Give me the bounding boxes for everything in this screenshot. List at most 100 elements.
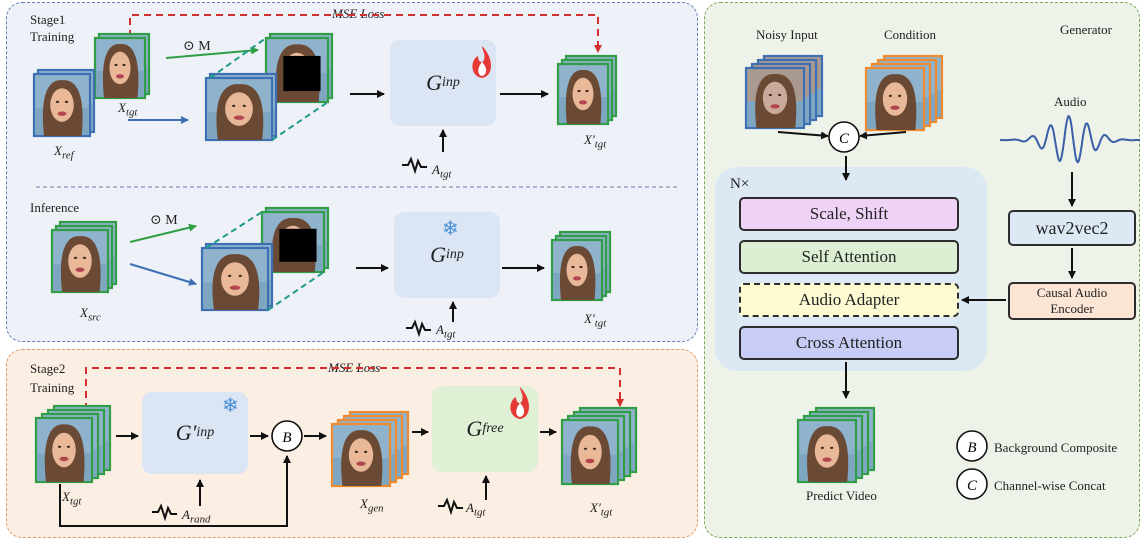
- face-eye: [585, 89, 589, 93]
- face-eye: [571, 265, 575, 269]
- flame-icon: [472, 46, 491, 78]
- stage1-mask-op: ⊙ M: [183, 39, 211, 54]
- inference-mask-op: ⊙ M: [150, 213, 178, 228]
- face-eye: [778, 93, 782, 97]
- self-attention-block: Self Attention: [739, 240, 959, 274]
- face-mouth: [770, 104, 780, 109]
- face-skin: [566, 253, 588, 287]
- face-eye: [830, 446, 834, 449]
- audio-signal-icon: [402, 156, 427, 175]
- wav2vec2-block: wav2vec2: [1008, 210, 1136, 246]
- face-mouth: [585, 458, 595, 464]
- cube-edge: [205, 211, 263, 249]
- x-tgt-label: Xtgt: [118, 100, 138, 119]
- face-skin: [814, 434, 840, 468]
- face-eye: [579, 265, 583, 269]
- x-prime-tgt-label: X′tgt: [590, 500, 613, 519]
- face-eye: [820, 446, 824, 449]
- x-ref-label: Xref: [54, 143, 74, 162]
- x-prime-tgt-label: X′tgt: [584, 311, 607, 330]
- flame-icon: [516, 403, 525, 417]
- face-mouth: [579, 100, 587, 105]
- face-skin: [221, 262, 249, 296]
- face-mouth: [116, 74, 124, 79]
- face-eye: [64, 100, 69, 103]
- flow-arrow: [859, 131, 907, 140]
- flow-arrow: [777, 131, 829, 140]
- mask-arrow: [129, 223, 197, 243]
- cube-edge: [267, 271, 325, 311]
- face-eye: [73, 256, 78, 259]
- mse-loss-arrow: [85, 367, 624, 410]
- a-tgt-label: Atgt: [466, 500, 486, 519]
- face-eye: [577, 89, 581, 93]
- c-node-label: C: [839, 131, 850, 147]
- stage2-subtitle: Training: [30, 380, 75, 395]
- condition-label: Condition: [884, 27, 937, 42]
- stage2-title: Stage2: [30, 361, 66, 376]
- face-mouth: [57, 111, 67, 116]
- audio-waveform-icon: [1000, 115, 1140, 164]
- legend-background-composite: Background Composite: [994, 440, 1118, 455]
- generator-title: Generator: [1060, 22, 1112, 37]
- legend-c-node: [956, 468, 988, 500]
- x-prime-tgt-label: X′tgt: [584, 132, 607, 151]
- face-eye: [114, 63, 118, 67]
- snowflake-icon: ❄: [222, 395, 239, 417]
- face-eye: [82, 256, 87, 259]
- face-eye: [364, 450, 368, 453]
- face-skin: [882, 82, 908, 116]
- face-mouth: [573, 276, 581, 281]
- flame-icon: [478, 62, 487, 76]
- legend-c-symbol: C: [967, 478, 978, 494]
- face-eye: [238, 274, 242, 277]
- c-node: [828, 121, 860, 153]
- face-skin: [68, 244, 92, 278]
- a-rand-label: Arand: [182, 507, 211, 526]
- b-node-label: B: [282, 430, 291, 446]
- cross-attention-block: Cross Attention: [739, 326, 959, 360]
- face-mouth: [75, 267, 85, 272]
- face-mask: [279, 228, 317, 262]
- stage1-title: Stage1: [30, 12, 66, 27]
- audio-signal-icon: [438, 497, 463, 516]
- face-skin: [578, 434, 602, 470]
- scale-shift-block: Scale, Shift: [739, 197, 959, 231]
- x-gen-label: Xgen: [360, 496, 384, 515]
- stage1-loss-label: MSE Loss: [332, 6, 385, 21]
- flame-icon: [510, 387, 529, 419]
- legend-b-symbol: B: [967, 440, 976, 456]
- face-eye: [122, 63, 126, 67]
- face-eye: [242, 104, 246, 107]
- face-eye: [55, 100, 60, 103]
- face-eye: [57, 445, 62, 448]
- src-arrow: [129, 263, 197, 286]
- face-skin: [225, 92, 253, 126]
- g-inp-frozen-block-stage2: G′inp: [142, 392, 248, 474]
- x-tgt-label: Xtgt: [62, 489, 82, 508]
- face-mouth: [890, 105, 900, 110]
- face-mouth: [822, 457, 832, 462]
- audio-signal-icon: [152, 503, 177, 522]
- face-mouth: [356, 461, 366, 466]
- stage1-subtitle: Training: [30, 29, 75, 44]
- face-mouth: [233, 115, 245, 120]
- face-eye: [66, 445, 71, 448]
- n-times-label: N×: [730, 176, 750, 192]
- audio-label: Audio: [1054, 94, 1087, 109]
- face-skin: [109, 51, 131, 85]
- stage2-loss-label: MSE Loss: [328, 360, 381, 375]
- face-eye: [768, 93, 772, 97]
- face-skin: [52, 432, 76, 468]
- face-eye: [354, 450, 358, 453]
- face-skin: [348, 438, 374, 472]
- noisy-input-label: Noisy Input: [756, 27, 818, 42]
- legend-channel-concat: Channel-wise Concat: [994, 478, 1106, 493]
- face-skin: [50, 88, 74, 122]
- face-mouth: [229, 285, 241, 290]
